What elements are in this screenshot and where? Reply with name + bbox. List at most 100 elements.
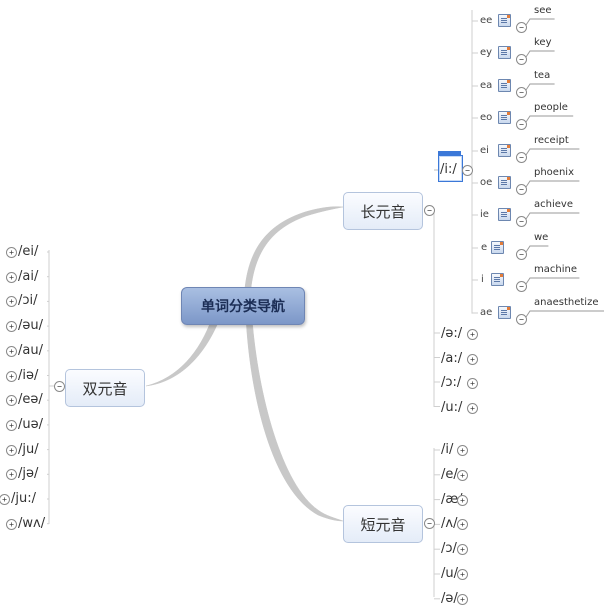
note-icon[interactable] — [498, 14, 511, 27]
vowel-label[interactable]: /u/ — [441, 566, 458, 581]
note-icon[interactable] — [498, 306, 511, 319]
branch-line — [525, 212, 580, 220]
expand-toggle[interactable]: + — [457, 544, 468, 556]
branch-line — [525, 50, 555, 58]
spelling-label[interactable]: ea — [480, 80, 493, 91]
spelling-label[interactable]: e — [481, 242, 488, 253]
vowel-i-long[interactable]: /i:/ — [440, 162, 457, 177]
vowel-label[interactable]: /wʌ/ — [18, 515, 46, 531]
note-icon[interactable] — [491, 273, 504, 286]
spelling-label[interactable]: ei — [480, 145, 489, 156]
expand-toggle[interactable]: + — [6, 444, 17, 456]
expand-toggle[interactable]: + — [6, 271, 17, 283]
expand-toggle[interactable]: + — [6, 321, 17, 333]
expand-toggle[interactable]: + — [457, 494, 468, 506]
collapse-toggle[interactable]: − — [516, 54, 527, 65]
example-word[interactable]: achieve — [534, 199, 573, 210]
note-icon[interactable] — [491, 241, 504, 254]
example-word[interactable]: we — [534, 232, 549, 243]
branch-line — [525, 18, 555, 26]
expand-toggle[interactable]: + — [467, 329, 478, 340]
expand-toggle[interactable]: + — [457, 569, 468, 580]
vowel-label[interactable]: /əu/ — [18, 318, 43, 334]
topic-short-vowels[interactable]: 短元音 — [343, 505, 423, 543]
note-icon[interactable] — [498, 144, 511, 157]
note-icon[interactable] — [498, 176, 511, 189]
spelling-label[interactable]: oe — [480, 177, 493, 188]
example-word[interactable]: tea — [534, 70, 551, 81]
example-word[interactable]: phoenix — [534, 167, 574, 178]
vowel-label[interactable]: /ei/ — [18, 244, 39, 259]
collapse-toggle[interactable]: − — [516, 152, 527, 163]
vowel-label[interactable]: /ju/ — [18, 441, 39, 457]
collapse-toggle[interactable]: − — [516, 249, 527, 260]
vowel-label[interactable]: /ɔi/ — [18, 293, 38, 309]
collapse-toggle[interactable]: − — [516, 119, 527, 130]
collapse-toggle[interactable]: − — [424, 205, 435, 216]
expand-toggle[interactable]: + — [467, 402, 478, 414]
central-topic[interactable]: 单词分类导航 — [181, 287, 305, 325]
vowel-label[interactable]: /ə:/ — [441, 326, 463, 341]
example-word[interactable]: receipt — [534, 135, 569, 146]
vowel-label[interactable]: /ju:/ — [11, 491, 36, 506]
expand-toggle[interactable]: + — [6, 469, 17, 481]
collapse-toggle[interactable]: − — [516, 314, 527, 325]
vowel-label[interactable]: /ə/ — [441, 590, 458, 606]
expand-toggle[interactable]: + — [6, 247, 17, 258]
expand-toggle[interactable]: + — [457, 519, 468, 531]
expand-toggle[interactable]: + — [467, 378, 478, 389]
vowel-label[interactable]: /ɔ/ — [441, 541, 457, 557]
note-icon[interactable] — [498, 79, 511, 92]
collapse-toggle[interactable]: − — [54, 381, 65, 392]
vowel-label[interactable]: /a:/ — [441, 350, 463, 366]
collapse-toggle[interactable]: − — [516, 184, 527, 195]
vowel-label[interactable]: /ʌ/ — [441, 516, 458, 532]
expand-toggle[interactable]: + — [6, 296, 17, 308]
collapse-toggle[interactable]: − — [516, 87, 527, 98]
expand-toggle[interactable]: + — [467, 353, 478, 365]
expand-toggle[interactable]: + — [6, 345, 17, 357]
spelling-label[interactable]: i — [481, 274, 484, 285]
note-icon[interactable] — [498, 111, 511, 124]
collapse-toggle[interactable]: − — [424, 518, 435, 529]
vowel-label[interactable]: /ɔ:/ — [441, 375, 462, 390]
collapse-toggle[interactable]: − — [516, 216, 527, 227]
example-word[interactable]: see — [534, 5, 552, 16]
spelling-label[interactable]: ie — [480, 209, 489, 220]
expand-toggle[interactable]: + — [6, 518, 17, 530]
vowel-label[interactable]: /u:/ — [441, 399, 463, 415]
example-word[interactable]: key — [534, 37, 552, 48]
example-word[interactable]: anaesthetize — [534, 297, 599, 308]
branch-line — [525, 148, 580, 156]
expand-toggle[interactable]: + — [457, 593, 468, 605]
note-icon[interactable] — [498, 46, 511, 59]
expand-toggle[interactable]: + — [6, 419, 17, 431]
spelling-label[interactable]: eo — [480, 112, 493, 123]
topic-diphthongs[interactable]: 双元音 — [65, 369, 145, 407]
spelling-label[interactable]: ee — [480, 15, 493, 26]
vowel-label[interactable]: /iə/ — [18, 367, 39, 383]
vowel-label[interactable]: /au/ — [18, 342, 43, 358]
collapse-toggle[interactable]: − — [516, 22, 527, 33]
expand-toggle[interactable]: + — [6, 395, 17, 407]
note-icon[interactable] — [498, 208, 511, 221]
vowel-label[interactable]: /e/ — [441, 466, 458, 482]
vowel-label[interactable]: /eə/ — [18, 392, 43, 408]
vowel-label[interactable]: /i/ — [441, 442, 454, 457]
example-word[interactable]: machine — [534, 264, 577, 275]
vowel-label[interactable]: /uə/ — [18, 416, 43, 432]
spelling-label[interactable]: ey — [480, 47, 493, 58]
branch-line — [525, 180, 580, 188]
expand-toggle[interactable]: + — [457, 469, 468, 481]
topic-long-vowels[interactable]: 长元音 — [343, 192, 423, 230]
spelling-label[interactable]: ae — [480, 307, 493, 318]
expand-toggle[interactable]: + — [6, 370, 17, 382]
vowel-label[interactable]: /jə/ — [18, 466, 39, 482]
collapse-toggle[interactable]: − — [462, 165, 473, 176]
selection-handle[interactable] — [438, 151, 461, 155]
expand-toggle[interactable]: + — [0, 494, 10, 505]
collapse-toggle[interactable]: − — [516, 281, 527, 292]
vowel-label[interactable]: /ai/ — [18, 268, 39, 284]
example-word[interactable]: people — [534, 102, 568, 113]
expand-toggle[interactable]: + — [457, 445, 468, 456]
